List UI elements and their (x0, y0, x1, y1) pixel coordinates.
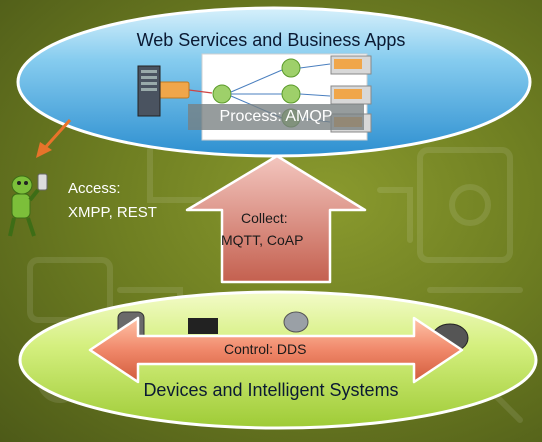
device-icon (188, 311, 309, 334)
robot-icon (8, 175, 40, 237)
access-protocols: XMPP, REST (68, 204, 157, 221)
control-label: Control: DDS (224, 341, 307, 357)
process-label: Process: AMQP (188, 104, 364, 130)
collect-arrow (185, 154, 367, 284)
phone-icon (37, 173, 48, 191)
access-arrow (36, 118, 72, 158)
collect-label: Collect: (241, 210, 288, 226)
collect-protocols: MQTT, CoAP (221, 232, 304, 248)
devices-title: Devices and Intelligent Systems (143, 380, 399, 400)
control-arrow (88, 316, 464, 384)
access-label: Access: (68, 180, 121, 197)
web-services-title: Web Services and Business Apps (136, 30, 406, 50)
server-icon (137, 65, 161, 117)
